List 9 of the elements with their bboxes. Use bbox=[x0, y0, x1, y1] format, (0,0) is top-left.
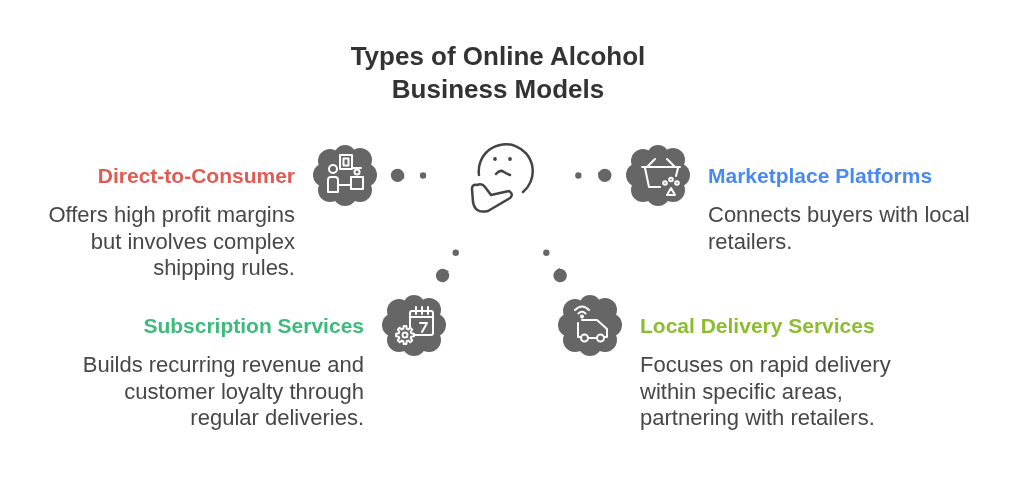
description-text: Offers high profit margins but involves complex shipping rules. bbox=[47, 202, 295, 282]
description-text: Connects buyers with local retailers. bbox=[708, 202, 971, 255]
diagram-title: Types of Online Alcohol Business Models bbox=[349, 40, 647, 106]
section-heading: Direct-to-Consumer bbox=[97, 163, 295, 189]
section-heading: Subscription Services bbox=[143, 313, 364, 339]
section-heading: Local Delivery Services bbox=[640, 313, 875, 339]
section-heading: Marketplace Platforms bbox=[708, 163, 933, 189]
description-text: Focuses on rapid delivery within specific areas, partnering with retailers. bbox=[640, 352, 892, 432]
description-text: Builds recurring revenue and customer loyalty through regular deliveries. bbox=[81, 352, 364, 432]
